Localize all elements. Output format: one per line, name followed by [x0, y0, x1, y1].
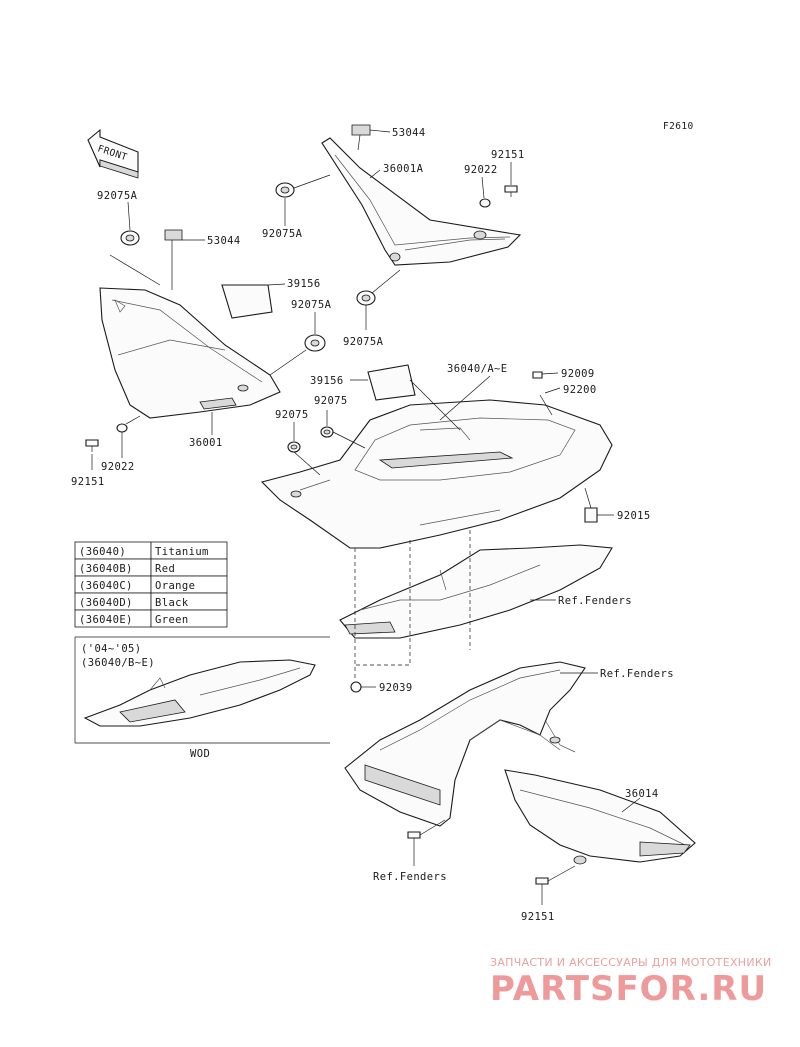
label-39156-left: 39156: [287, 278, 321, 290]
label-92200: 92200: [563, 384, 597, 396]
grommet-92075A-center: [275, 174, 331, 198]
grommet-92075A-left: [120, 230, 140, 246]
label-ref-fenders-3: Ref.Fenders: [373, 871, 447, 883]
cover-36001: [99, 287, 281, 419]
label-ref-fenders-1: Ref.Fenders: [558, 595, 632, 607]
front-arrow-icon: FRONT: [87, 128, 139, 179]
label-36040: 36040/A~E: [447, 363, 508, 375]
color-table: (36040) Titanium (36040B) Red (36040C) O…: [74, 541, 228, 628]
washer-92022-top: [479, 198, 491, 208]
chain-guard-36014: [504, 769, 696, 865]
table-row-code: (36040E): [79, 614, 133, 626]
washer-92022-left: [116, 415, 141, 433]
table-row-color: Orange: [155, 580, 195, 592]
label-92075A-mid: 92075A: [291, 299, 332, 311]
table-row-code: (36040B): [79, 563, 133, 575]
bolt-92009: [532, 371, 559, 379]
table-row-color: Black: [155, 597, 189, 609]
grommet-92075A-mid: [269, 334, 326, 376]
sticker-39156-left: [221, 283, 286, 319]
seat-cowl-36040: [260, 399, 613, 549]
label-53044-top: 53044: [392, 127, 426, 139]
table-row-code: (36040): [79, 546, 126, 558]
undertray-fender: [339, 544, 613, 639]
inset-years: ('04~'05): [81, 643, 142, 655]
label-39156-center: 39156: [310, 375, 344, 387]
label-92151-left: 92151: [71, 476, 105, 488]
inset-box: ('04~'05) (36040/B~E) WOD: [74, 636, 330, 760]
inset-caption: WOD: [190, 748, 210, 760]
grommet-92075-b: [320, 426, 366, 449]
label-92015: 92015: [617, 510, 651, 522]
label-92009: 92009: [561, 368, 595, 380]
pad-53044-left: [164, 229, 205, 290]
bolt-92151-left: [85, 439, 99, 452]
diagram-code: F2610: [663, 121, 694, 132]
bolt-ref-fender: [407, 819, 446, 839]
watermark-logo: PARTSFOR.RU: [490, 969, 767, 1009]
label-36001A: 36001A: [383, 163, 424, 175]
table-row-code: (36040C): [79, 580, 133, 592]
label-ref-fenders-2: Ref.Fenders: [600, 668, 674, 680]
label-92022-top: 92022: [464, 164, 498, 176]
grommet-92075A-low: [356, 269, 401, 306]
label-92075A-center: 92075A: [262, 228, 303, 240]
part-92200: [539, 387, 561, 416]
bolt-92151-bottom: [535, 865, 576, 885]
grommet-92075-a: [287, 441, 321, 476]
table-row-color: Titanium: [155, 546, 209, 558]
table-row-code: (36040D): [79, 597, 133, 609]
table-row-color: Green: [155, 614, 189, 626]
watermark-tagline: ЗАПЧАСТИ И АКСЕССУАРЫ ДЛЯ МОТОТЕХНИКИ: [490, 956, 772, 969]
label-92075A-low: 92075A: [343, 336, 384, 348]
label-92039: 92039: [379, 682, 413, 694]
label-92075A-left: 92075A: [97, 190, 138, 202]
label-36014: 36014: [625, 788, 659, 800]
lower-fender: [344, 661, 586, 827]
sticker-39156-center: [350, 364, 416, 401]
pad-53044-top: [351, 124, 391, 151]
cover-36001A: [321, 137, 522, 266]
label-92151-bottom: 92151: [521, 911, 555, 923]
bolt-92151-top: [504, 185, 518, 197]
label-92075-b: 92075: [314, 395, 348, 407]
clip-92015: [584, 487, 614, 523]
label-92075-a: 92075: [275, 409, 309, 421]
label-53044-left: 53044: [207, 235, 241, 247]
label-36001: 36001: [189, 437, 223, 449]
clip-92039: [350, 681, 376, 693]
inset-parts: (36040/B~E): [81, 657, 155, 669]
table-row-color: Red: [155, 563, 175, 575]
label-92022-left: 92022: [101, 461, 135, 473]
label-92151-top: 92151: [491, 149, 525, 161]
